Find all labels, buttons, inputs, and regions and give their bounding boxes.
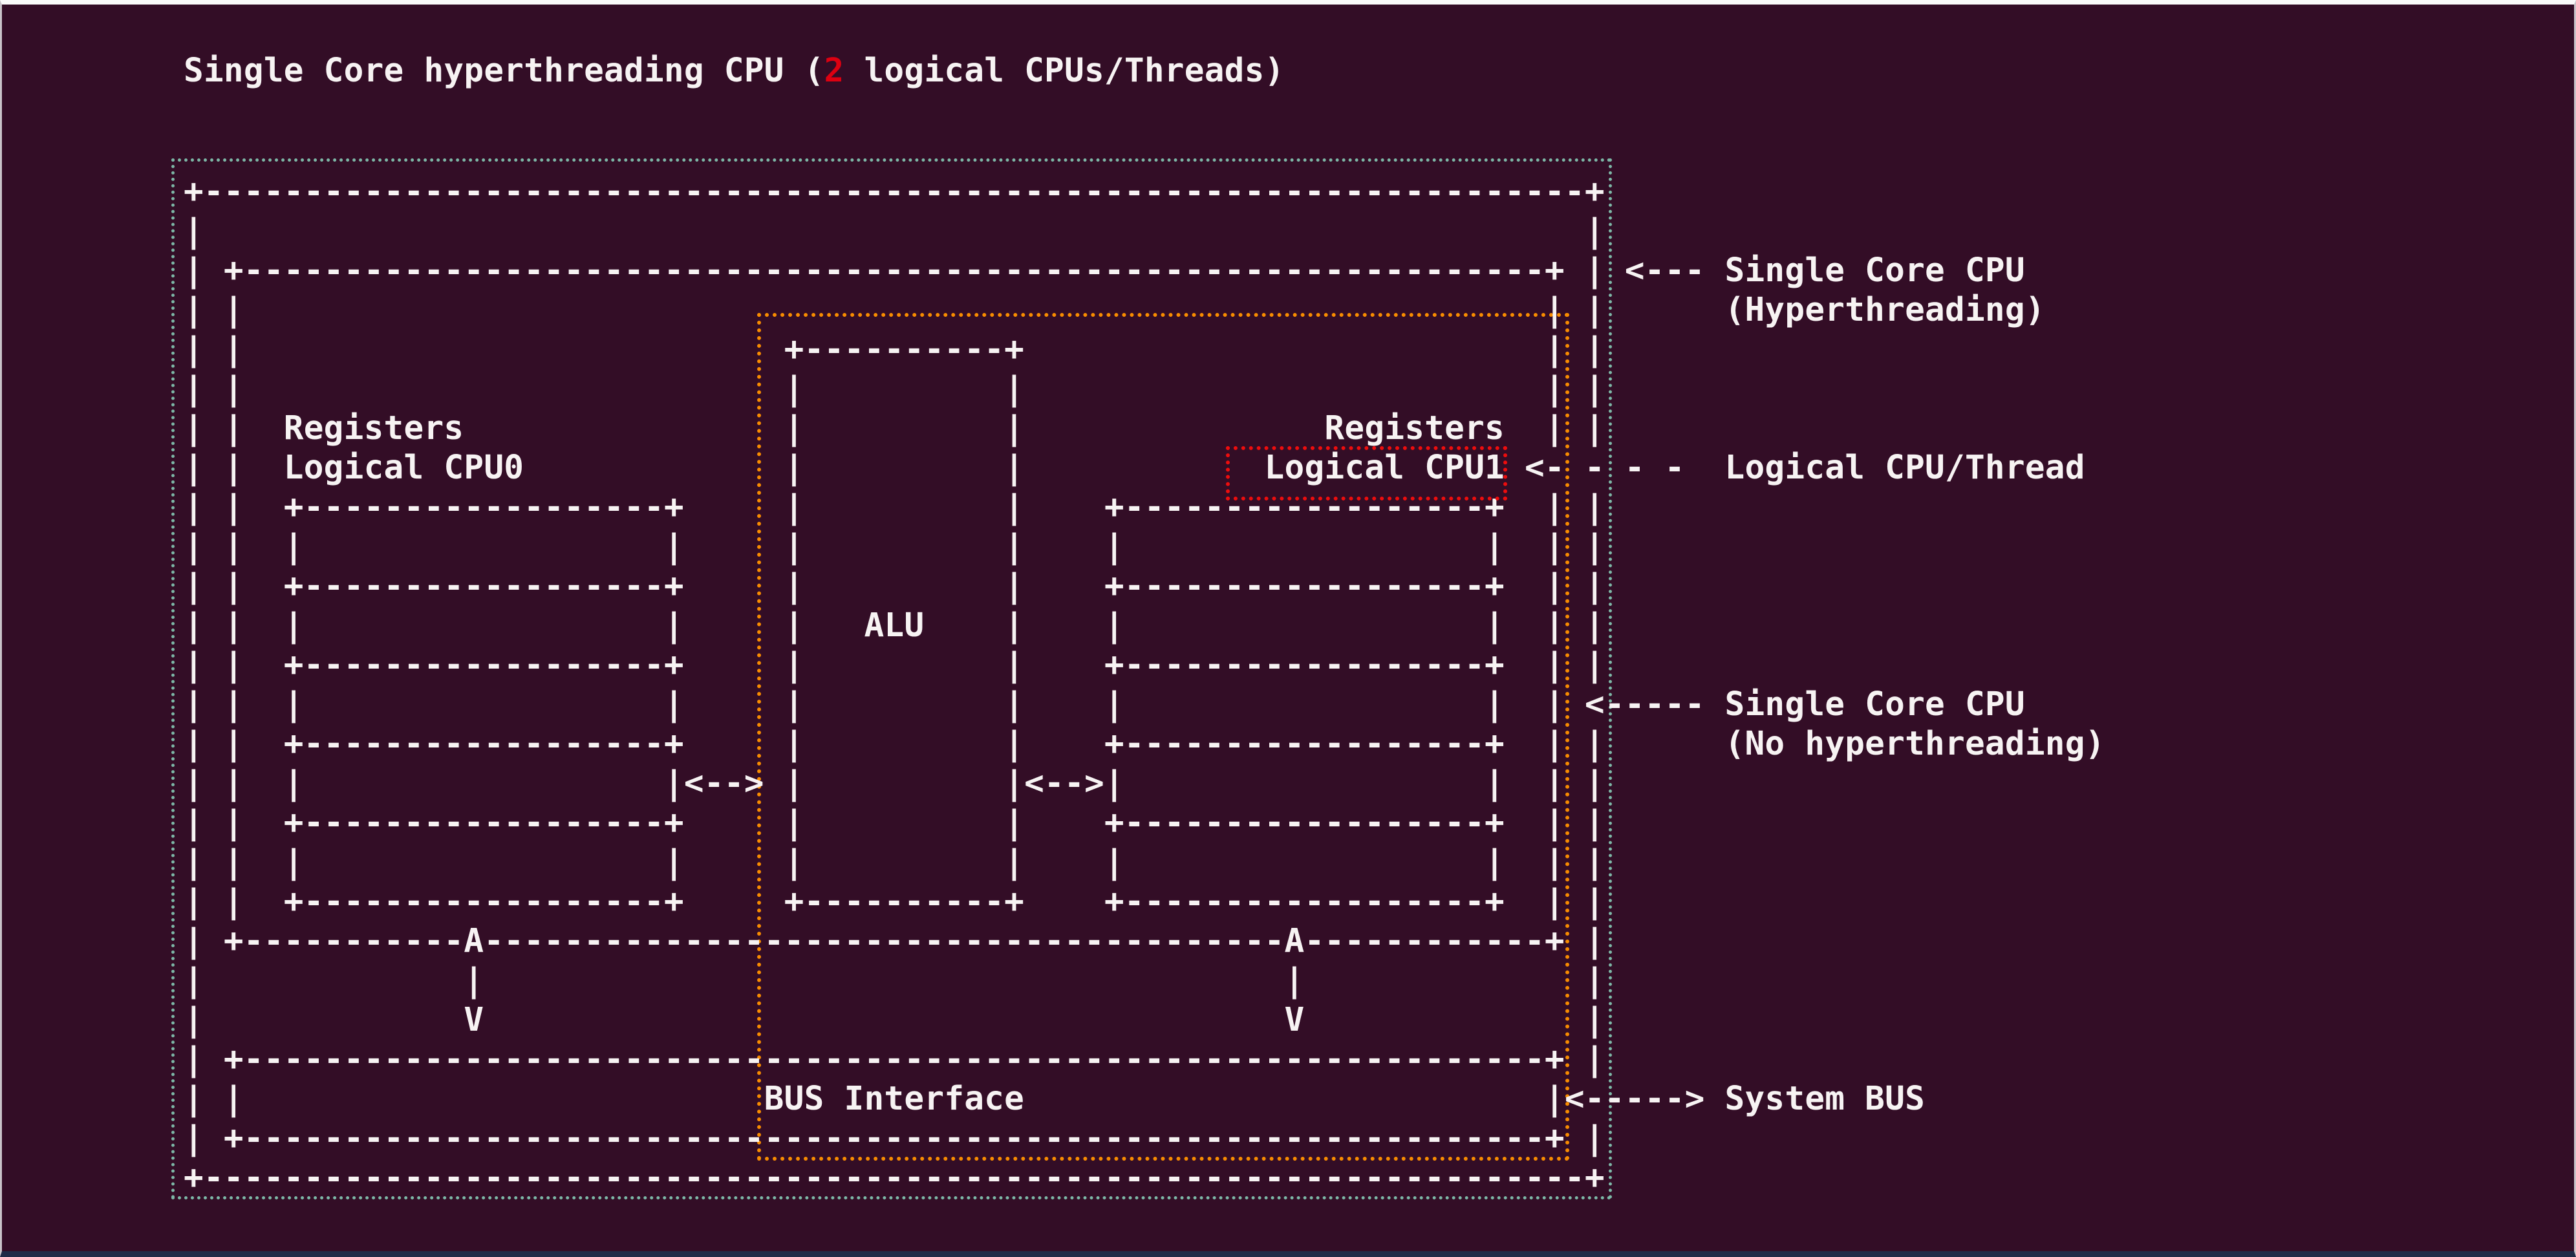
page-title: Single Core hyperthreading CPU (2 logica… [184,51,1285,91]
title-prefix: Single Core hyperthreading CPU ( [184,52,824,90]
title-highlight-number: 2 [824,52,844,90]
no-hyperthreading-core-outline-overlay [757,313,1569,1161]
logical-cpu1-highlight-box [1226,446,1507,500]
ascii-cpu-diagram: +---------------------------------------… [184,173,2105,1197]
title-suffix: logical CPUs/Threads) [844,52,1285,90]
single-core-cpu-outline-overlay [171,158,1612,1199]
